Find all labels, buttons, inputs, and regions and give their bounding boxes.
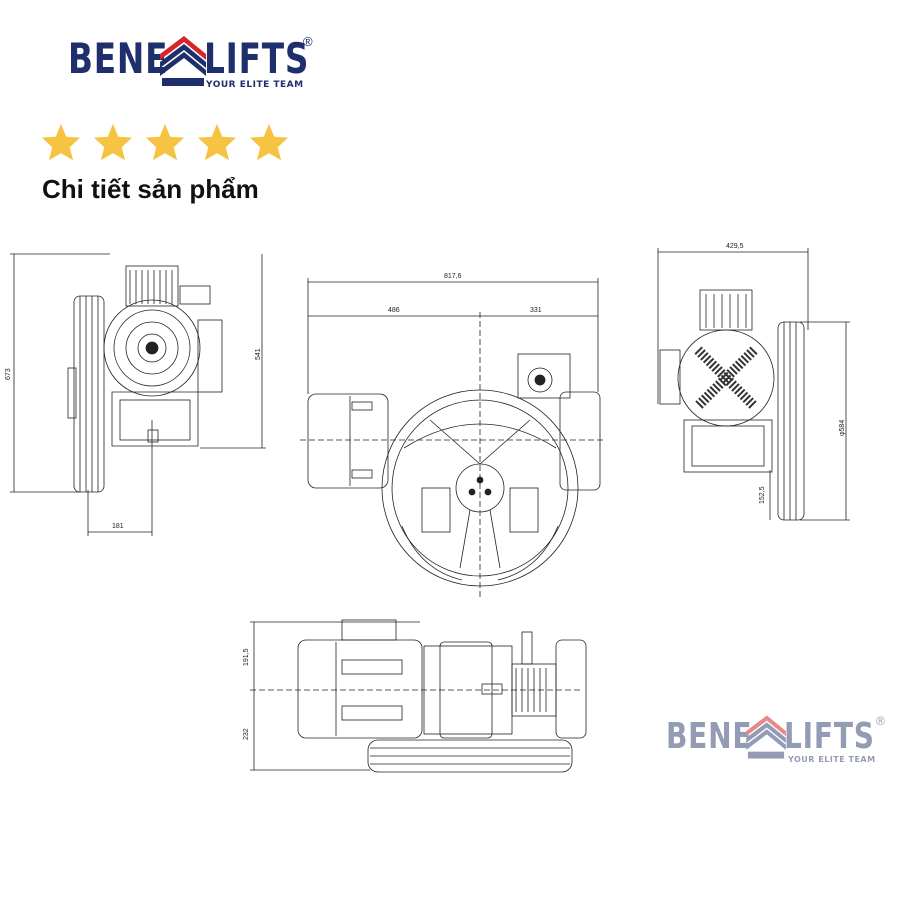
- star-icon: [249, 123, 289, 161]
- star-rating: [38, 122, 292, 162]
- page-title: Chi tiết sản phẩm: [42, 174, 259, 204]
- dim-top-upper: 191,5: [243, 648, 250, 666]
- logo-text-part1: BENE: [68, 34, 169, 83]
- logo-tagline: YOUR ELITE TEAM: [788, 755, 876, 764]
- dim-front-right: 331: [530, 307, 542, 314]
- logo-text-part2: LIFTS: [784, 716, 875, 757]
- dim-left-partial: 541: [255, 348, 262, 360]
- dim-left-total: 673: [5, 368, 12, 380]
- side-view-right: [657, 248, 850, 521]
- logo-mark-icon: [746, 715, 786, 759]
- logo-text-part1: BENE: [666, 716, 753, 757]
- logo-mark-icon: [160, 36, 206, 86]
- dim-front-total: 817,6: [444, 273, 462, 280]
- top-view: [250, 619, 587, 773]
- star-icon: [41, 123, 81, 161]
- logo-registered-mark: ®: [303, 34, 313, 49]
- dim-right-diameter: φ584: [839, 420, 846, 436]
- dim-right-offset: 152,5: [759, 486, 766, 504]
- side-view-left: [10, 253, 266, 536]
- star-icon: [145, 123, 185, 161]
- brand-logo-watermark: BENE LIFTS YOUR ELITE TEAM ®: [666, 712, 896, 772]
- dim-top-lower: 232: [243, 728, 250, 740]
- logo-registered-mark: ®: [876, 714, 885, 728]
- dim-front-left: 486: [388, 307, 400, 314]
- dim-left-bottom: 181: [112, 523, 124, 530]
- logo-tagline: YOUR ELITE TEAM: [206, 80, 304, 90]
- star-icon: [93, 123, 133, 161]
- logo-text-part2: LIFTS: [204, 34, 310, 83]
- brand-logo: BENE LIFTS YOUR ELITE TEAM ®: [68, 30, 328, 100]
- star-icon: [197, 123, 237, 161]
- dim-right-top: 429,5: [726, 243, 744, 250]
- front-view: [300, 278, 606, 600]
